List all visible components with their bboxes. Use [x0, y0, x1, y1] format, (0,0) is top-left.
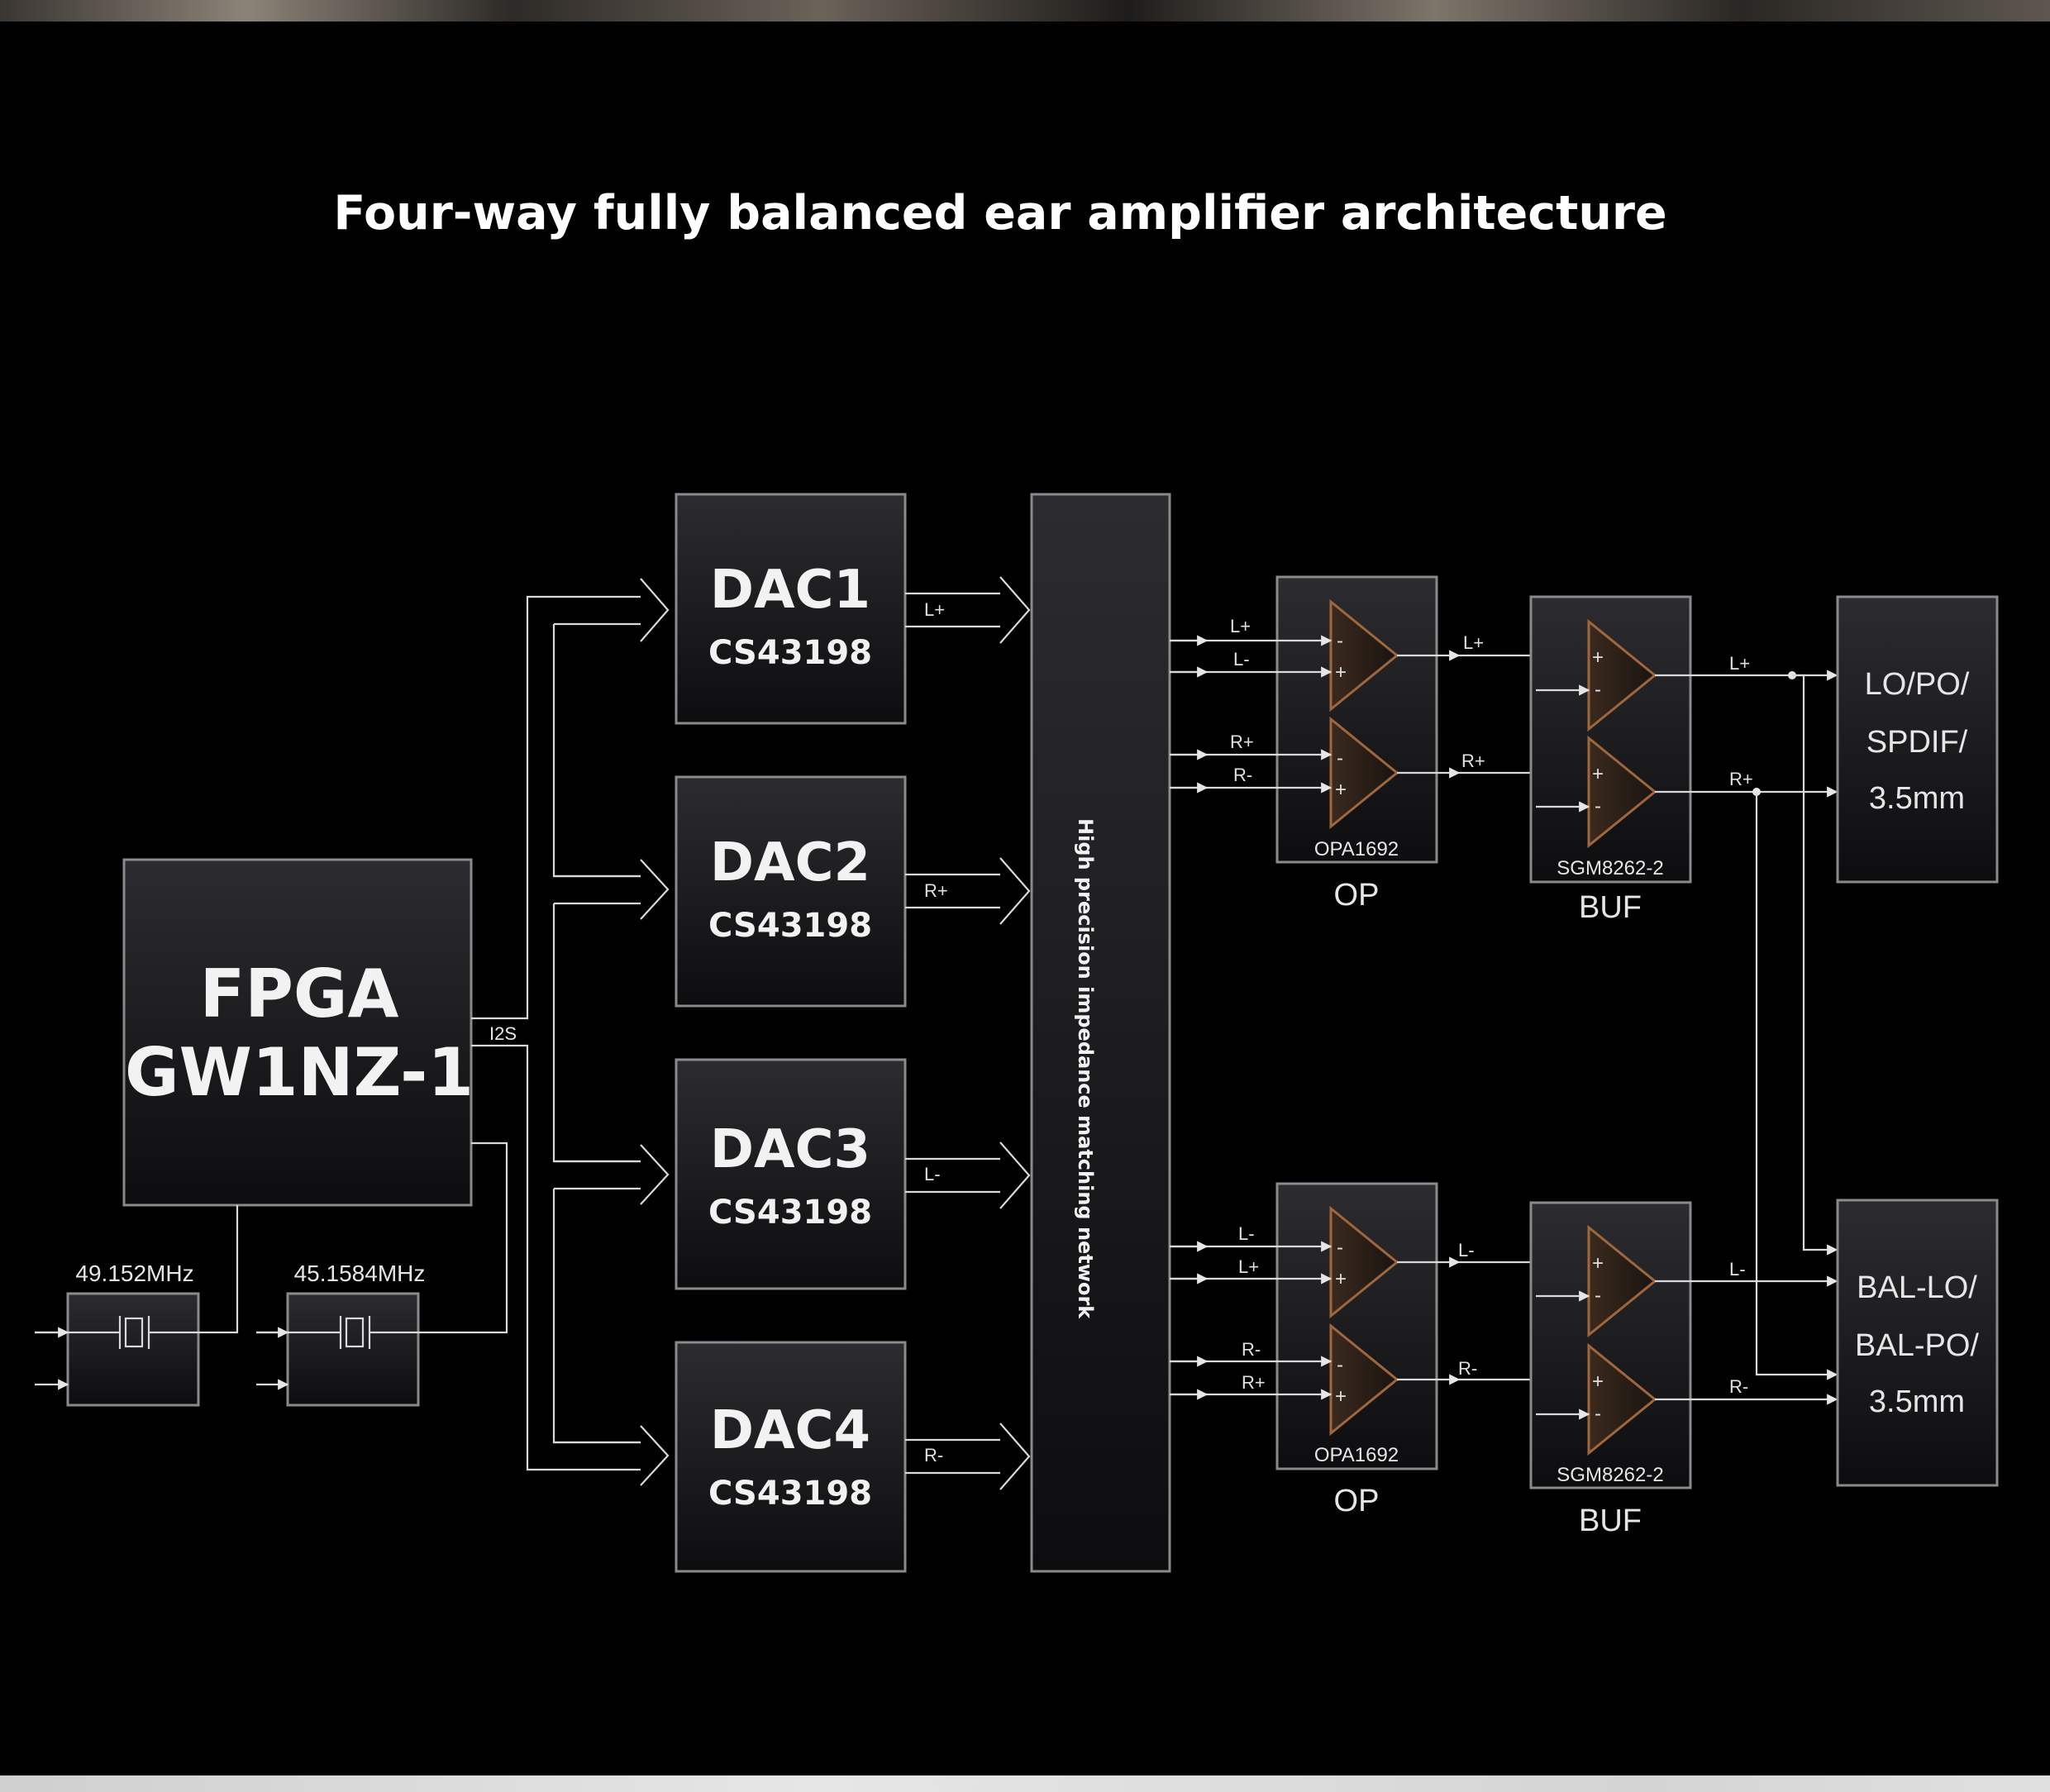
dac-outputs: L+ R+ L- R-: [905, 576, 1031, 1490]
dac3-out-label: L-: [924, 1164, 941, 1184]
svg-text:R-: R-: [1458, 1358, 1477, 1379]
svg-text:+: +: [1592, 1370, 1604, 1393]
i2s-label: I2S: [489, 1023, 517, 1044]
dac1-chip: CS43198: [708, 634, 872, 672]
network-label: High precision impedance matching networ…: [1074, 818, 1097, 1319]
svg-text:+: +: [1592, 763, 1604, 785]
impedance-network-block: High precision impedance matching networ…: [1030, 493, 1171, 1573]
dac3-chip: CS43198: [708, 1194, 872, 1232]
svg-text:L-: L-: [1233, 649, 1250, 670]
fpga-block: FPGA GW1NZ-1: [122, 858, 474, 1207]
svg-text:R+: R+: [1461, 751, 1485, 771]
svg-text:L-: L-: [1458, 1240, 1475, 1261]
clock-wiring: [203, 1141, 508, 1334]
buf-top-label: BUF: [1579, 890, 1642, 925]
bottom-band: [0, 1775, 2050, 1792]
svg-text:+: +: [1335, 661, 1347, 684]
dac4-chip: CS43198: [708, 1475, 872, 1513]
buf-top-chip: SGM8262-2: [1557, 857, 1663, 879]
op-bottom-wiring: L- L+ R- R+ L- R-: [1170, 1223, 1590, 1400]
svg-text:+: +: [1335, 779, 1347, 801]
crystal-1-freq: 49.152MHz: [75, 1261, 193, 1286]
dac2-block: DAC2 CS43198: [675, 775, 907, 1008]
fpga-label: FPGA: [200, 956, 399, 1032]
svg-text:-: -: [1337, 1354, 1343, 1376]
output-connector-bottom: BAL-LO/ BAL-PO/ 3.5mm: [1836, 1199, 1999, 1487]
svg-text:-: -: [1595, 1403, 1601, 1425]
svg-text:-: -: [1595, 795, 1601, 817]
buf-bottom: SGM8262-2 BUF + - + -: [1529, 1201, 1692, 1538]
svg-text:+: +: [1592, 646, 1604, 669]
svg-text:R-: R-: [1242, 1339, 1261, 1360]
buf-bottom-chip: SGM8262-2: [1557, 1464, 1663, 1486]
op-top: OPA1692 OP - + - +: [1275, 575, 1438, 913]
svg-text:L+: L+: [1729, 653, 1750, 674]
op-bottom-chip: OPA1692: [1314, 1444, 1399, 1466]
op-bottom: OPA1692 OP - + - +: [1275, 1182, 1438, 1518]
svg-text:L-: L-: [1238, 1223, 1255, 1244]
op-top-chip: OPA1692: [1314, 838, 1399, 860]
dac4-out-label: R-: [924, 1445, 943, 1466]
svg-text:LO/PO/: LO/PO/: [1865, 667, 1970, 702]
dac4-name: DAC4: [710, 1400, 870, 1461]
svg-text:L+: L+: [1230, 616, 1251, 636]
svg-text:R+: R+: [1242, 1372, 1266, 1393]
dac1-out-label: L+: [924, 599, 945, 620]
svg-text:R+: R+: [1729, 769, 1753, 789]
dac2-chip: CS43198: [708, 907, 872, 945]
output-wiring: L+ R+ L- R-: [1655, 653, 1838, 1405]
crystal-2: 45.1584MHz: [256, 1261, 426, 1407]
dac1-block: DAC1 CS43198: [675, 493, 907, 725]
svg-text:-: -: [1595, 1284, 1601, 1307]
svg-text:-: -: [1595, 679, 1601, 701]
svg-text:L+: L+: [1238, 1256, 1259, 1277]
svg-text:R-: R-: [1729, 1376, 1748, 1397]
output-connector-top: LO/PO/ SPDIF/ 3.5mm: [1836, 595, 1999, 884]
svg-text:3.5mm: 3.5mm: [1869, 781, 1965, 816]
svg-text:3.5mm: 3.5mm: [1869, 1385, 1965, 1419]
i2s-bus: [471, 578, 670, 1486]
svg-text:R-: R-: [1233, 765, 1252, 785]
crystal-2-freq: 45.1584MHz: [294, 1261, 426, 1286]
svg-text:SPDIF/: SPDIF/: [1866, 725, 1968, 760]
buf-bottom-label: BUF: [1579, 1504, 1642, 1538]
dac2-name: DAC2: [710, 832, 870, 894]
fpga-model: GW1NZ-1: [125, 1034, 474, 1111]
op-top-wiring: L+ L- R+ R- L+ R+: [1170, 616, 1590, 794]
buf-top: SGM8262-2 BUF + - + -: [1529, 595, 1692, 925]
op-bottom-label: OP: [1334, 1484, 1380, 1518]
page-title: Four-way fully balanced ear amplifier ar…: [333, 186, 1667, 241]
svg-text:L-: L-: [1729, 1259, 1746, 1280]
svg-text:-: -: [1337, 747, 1343, 770]
dac3-name: DAC3: [710, 1119, 870, 1180]
svg-text:-: -: [1337, 630, 1343, 652]
svg-text:R+: R+: [1230, 732, 1254, 752]
op-top-label: OP: [1334, 878, 1380, 913]
top-photo-band: [0, 0, 2050, 21]
svg-text:L+: L+: [1463, 632, 1484, 653]
svg-text:BAL-LO/: BAL-LO/: [1857, 1270, 1977, 1305]
svg-text:-: -: [1337, 1237, 1343, 1259]
crystal-1: 49.152MHz: [35, 1261, 203, 1407]
svg-text:+: +: [1335, 1385, 1347, 1408]
dac4-block: DAC4 CS43198: [675, 1341, 907, 1573]
dac3-block: DAC3 CS43198: [675, 1058, 907, 1290]
svg-text:+: +: [1335, 1268, 1347, 1290]
dac1-name: DAC1: [710, 560, 870, 621]
svg-text:BAL-PO/: BAL-PO/: [1855, 1328, 1979, 1363]
svg-text:+: +: [1592, 1252, 1604, 1275]
dac2-out-label: R+: [924, 880, 948, 901]
